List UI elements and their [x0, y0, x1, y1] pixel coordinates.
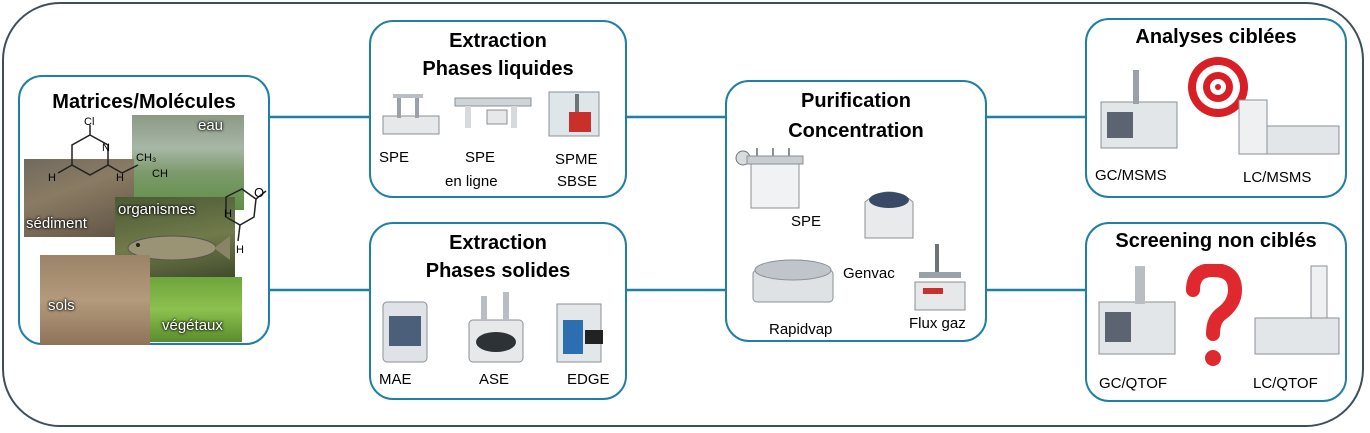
spe-label: SPE	[379, 149, 410, 166]
extraction-solides-title-line1: Extraction	[449, 232, 547, 254]
ase-label: ASE	[479, 371, 510, 388]
extraction-liquides-box: Extraction Phases liquides SPE SPE en li…	[369, 20, 627, 198]
eau-label: eau	[198, 117, 224, 134]
gc-msms-instrument-icon	[1100, 70, 1178, 149]
triazine-molecule-icon	[57, 125, 139, 176]
rapidvap-instrument-icon	[752, 259, 834, 303]
fish-icon	[127, 235, 230, 261]
gc-msms-label: GC/MSMS	[1095, 167, 1167, 184]
mol1-ch-label: CH	[152, 168, 168, 180]
mol2-o-label: O	[254, 185, 265, 200]
extraction-liquides-title-line1: Extraction	[449, 30, 547, 52]
ase-instrument-icon	[468, 292, 524, 363]
mol1-h2-label: H	[116, 172, 124, 184]
purification-title-line1: Purification	[800, 90, 911, 112]
genvac-label: Genvac	[843, 265, 895, 282]
sbse-label: SBSE	[557, 173, 598, 190]
hydrindanone-molecule-icon	[225, 188, 267, 242]
sediment-label: sédiment	[26, 215, 87, 232]
flux-gaz-instrument-icon	[914, 244, 966, 311]
purification-box: Purification Concentration SPE Genvac Ra…	[725, 80, 987, 342]
analyses-ciblees-box: Analyses ciblées GC/MSMS LC/MSMS	[1085, 18, 1347, 198]
matrices-box: Matrices/Molécules eau sédiment organism…	[18, 75, 270, 345]
flux-gaz-label: Flux gaz	[909, 315, 966, 332]
matrices-title: Matrices/Molécules	[52, 91, 236, 113]
spe-en-ligne-label-line2: en ligne	[445, 173, 498, 190]
spe-en-ligne-label-line1: SPE	[465, 149, 496, 166]
screening-box: Screening non ciblés GC/QTOF LC/QTOF	[1085, 222, 1347, 402]
extraction-solides-box: Extraction Phases solides MAE ASE EDGE	[369, 222, 627, 400]
organismes-label: organismes	[118, 201, 196, 218]
spe-manifold-icon	[735, 148, 804, 209]
spe-instrument-icon	[382, 94, 440, 135]
spme-instrument-icon	[548, 91, 600, 137]
lc-msms-instrument-icon	[1238, 99, 1340, 155]
mae-instrument-icon	[382, 301, 428, 363]
analyses-ciblees-title: Analyses ciblées	[1135, 26, 1297, 48]
target-icon	[1188, 57, 1248, 117]
genvac-instrument-icon	[864, 191, 914, 239]
gc-qtof-instrument-icon	[1098, 266, 1176, 355]
extraction-solides-title-line2: Phases solides	[425, 260, 571, 282]
outer-frame	[2, 2, 1364, 427]
spme-label: SPME	[555, 151, 598, 168]
lc-msms-label: LC/MSMS	[1243, 169, 1312, 186]
vegetaux-photo	[150, 277, 242, 342]
gc-qtof-label: GC/QTOF	[1099, 375, 1168, 392]
lc-qtof-label: LC/QTOF	[1253, 375, 1318, 392]
purification-title-line2: Concentration	[788, 120, 924, 142]
edge-instrument-icon	[556, 303, 603, 363]
mol1-h1-label: H	[48, 172, 56, 184]
eau-photo	[132, 115, 244, 210]
vegetaux-label: végétaux	[162, 317, 223, 334]
mol2-h2-label: H	[236, 244, 244, 256]
sols-label: sols	[48, 297, 75, 314]
rapidvap-label: Rapidvap	[769, 321, 833, 338]
extraction-liquides-title-line2: Phases liquides	[422, 58, 574, 80]
edge-label: EDGE	[567, 371, 610, 388]
spe-en-ligne-instrument-icon	[454, 97, 532, 128]
mol2-h1-label: H	[224, 208, 232, 220]
lc-qtof-instrument-icon	[1254, 265, 1340, 355]
sols-photo	[40, 255, 150, 345]
mol1-ch3-label: CH₃	[136, 152, 157, 164]
screening-title: Screening non ciblés	[1115, 230, 1317, 252]
mol1-n-label: N	[102, 142, 110, 154]
mol1-cl-label: Cl	[84, 116, 95, 128]
purif-spe-label: SPE	[791, 213, 822, 230]
mae-label: MAE	[379, 371, 412, 388]
question-mark-icon	[1186, 264, 1243, 366]
